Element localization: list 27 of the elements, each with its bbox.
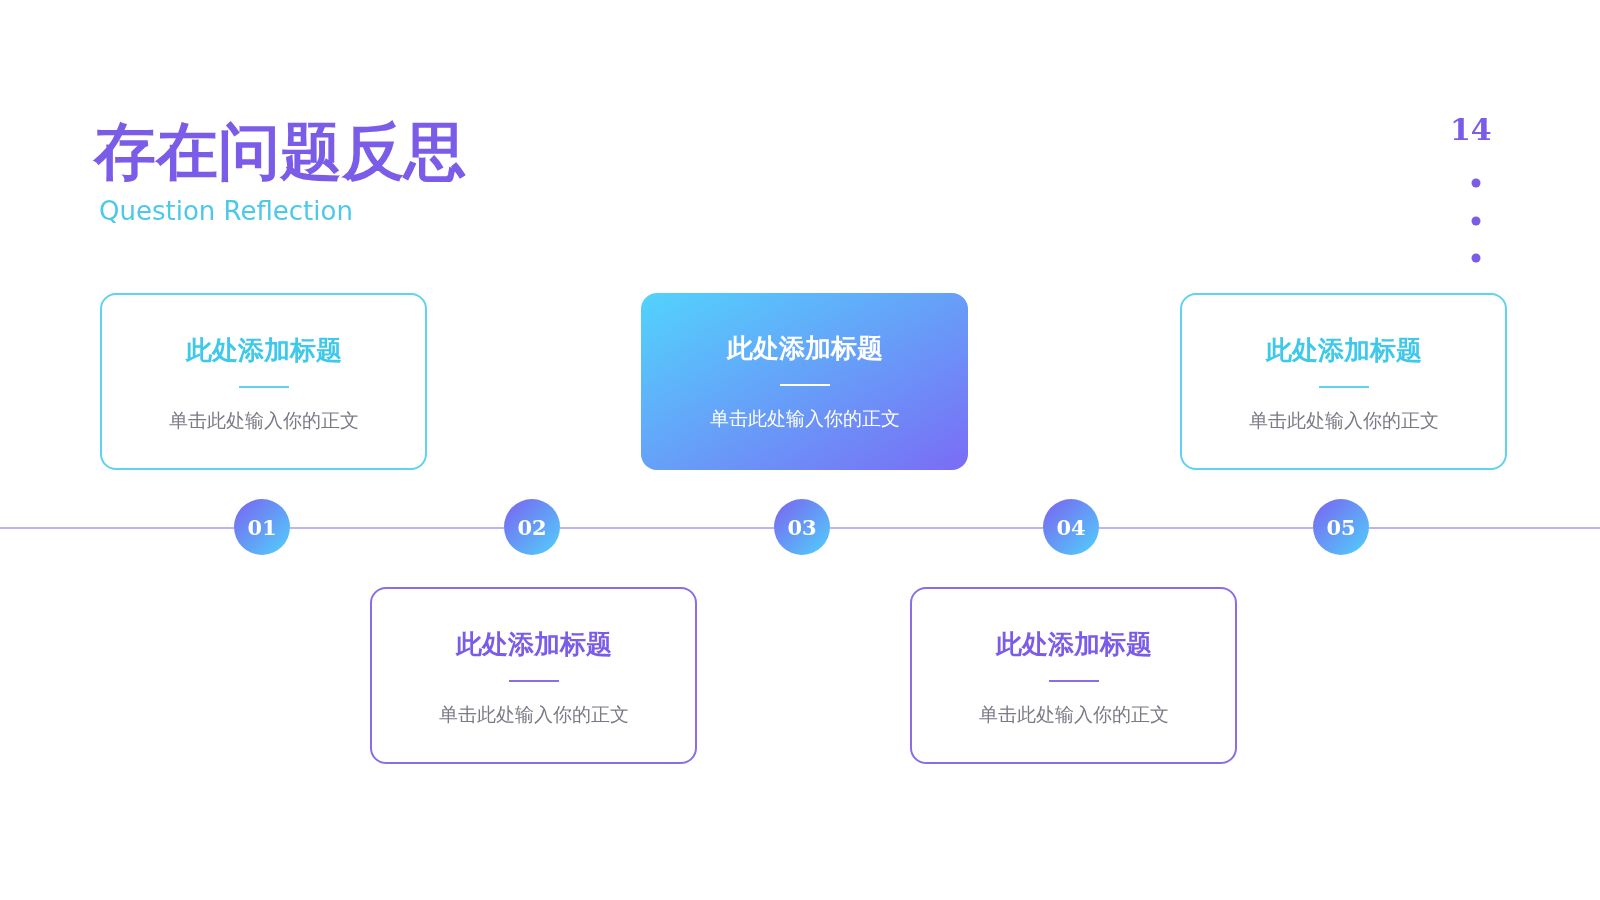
card-heading: 此处添加标题 xyxy=(455,628,612,661)
page-number: 14 xyxy=(1450,112,1492,147)
card-heading: 此处添加标题 xyxy=(726,332,883,365)
number-circle: 01 xyxy=(234,499,290,555)
number-circle: 03 xyxy=(774,499,830,555)
card-text: 单击此处输入你的正文 xyxy=(438,702,629,727)
card xyxy=(1180,293,1507,470)
card xyxy=(370,587,697,764)
card-heading: 此处添加标题 xyxy=(1265,334,1422,367)
number-circle: 04 xyxy=(1043,499,1099,555)
subtitle: Question Reflection xyxy=(99,196,353,226)
title: 存在问题反思 xyxy=(94,114,466,190)
number-circle: 02 xyxy=(504,499,560,555)
highlighted-card xyxy=(641,293,968,470)
timeline-line xyxy=(1098,527,1314,529)
card-text: 单击此处输入你的正文 xyxy=(168,408,359,433)
timeline-line xyxy=(289,527,505,529)
card-text: 单击此处输入你的正文 xyxy=(709,406,900,431)
card-text: 单击此处输入你的正文 xyxy=(1248,408,1439,433)
card-heading: 此处添加标题 xyxy=(995,628,1152,661)
card xyxy=(100,293,427,470)
card-heading: 此处添加标题 xyxy=(185,334,342,367)
card-text: 单击此处输入你的正文 xyxy=(978,702,1169,727)
timeline-line xyxy=(559,527,775,529)
number-circle: 05 xyxy=(1313,499,1369,555)
timeline-line xyxy=(829,527,1044,529)
card xyxy=(910,587,1237,764)
